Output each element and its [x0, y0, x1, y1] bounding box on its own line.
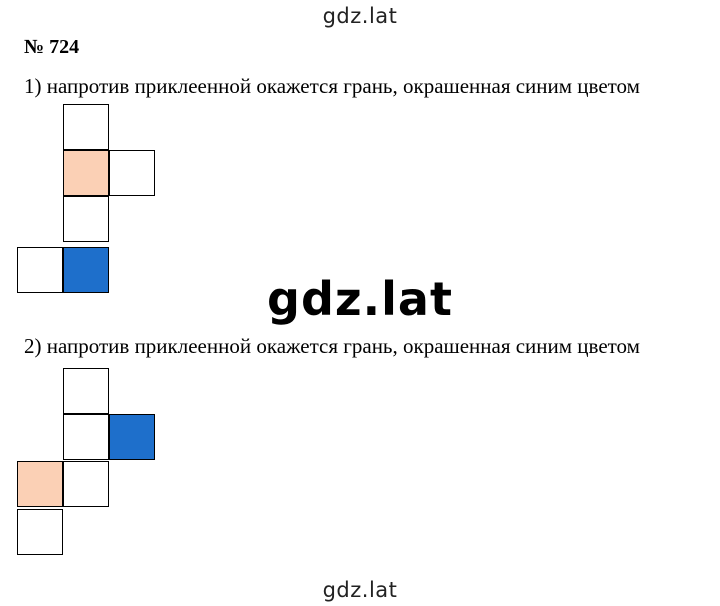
net-1-face-glued: [63, 150, 109, 196]
watermark-bottom: gdz.lat: [322, 578, 398, 602]
net-2-face-glued: [17, 461, 63, 507]
net-2-face-bottom: [17, 509, 63, 555]
task-number: № 724: [24, 36, 80, 58]
answer-2-text: 2) напротив приклеенной окажется грань, …: [24, 334, 640, 358]
net-2-face-middle: [63, 414, 109, 460]
net-1-face-opposite: [63, 247, 109, 293]
net-1-face-top: [63, 104, 109, 150]
net-1-face-middle: [63, 196, 109, 242]
net-2-face-top: [63, 368, 109, 414]
net-1-face-right: [109, 150, 155, 196]
net-2-face-lower: [63, 461, 109, 507]
answer-1-text: 1) напротив приклеенной окажется грань, …: [24, 74, 640, 98]
net-1-face-left: [17, 247, 63, 293]
watermark-center: gdz.lat: [267, 272, 453, 326]
watermark-top: gdz.lat: [322, 4, 398, 28]
net-2-face-opposite: [109, 414, 155, 460]
